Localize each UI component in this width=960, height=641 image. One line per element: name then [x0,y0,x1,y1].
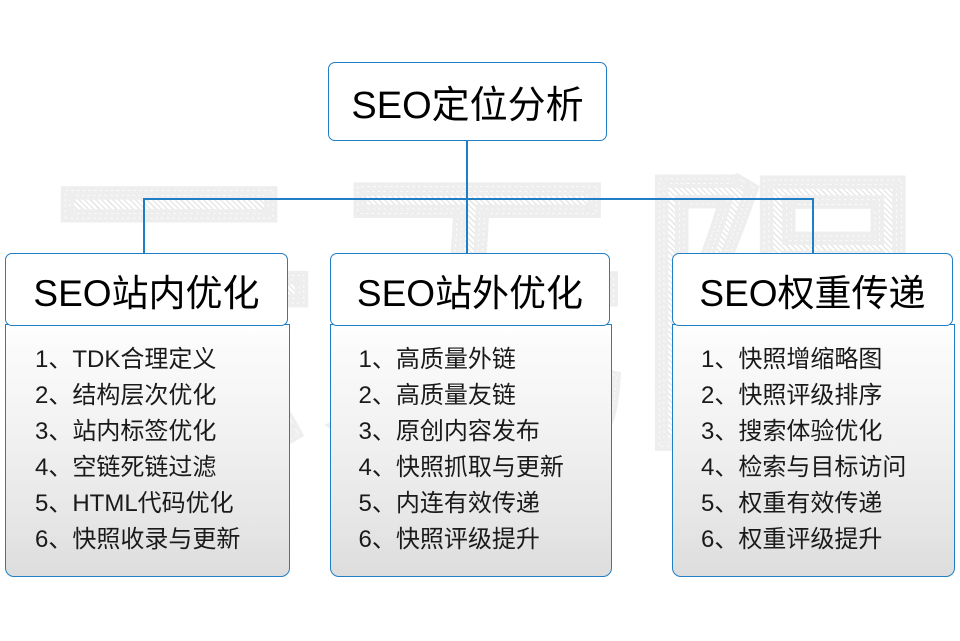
list-item: 4、检索与目标访问 [673,450,954,486]
list-item: 6、权重评级提升 [673,522,954,558]
list-item: 3、站内标签优化 [6,414,289,450]
list-item-text: 4、空链死链过滤 [35,454,217,482]
branch-list-seo-onsite: 1、TDK合理定义 2、结构层次优化 3、站内标签优化 4、空链死链过滤 5、H… [5,324,290,578]
list-item-text: 2、快照评级排序 [701,382,883,410]
root-node[interactable]: SEO定位分析 [328,62,607,141]
branch-header-label: SEO权重传递 [699,272,926,314]
branch-list-seo-weight: 1、快照增缩略图 2、快照评级排序 3、搜索体验优化 4、检索与目标访问 5、权… [672,324,955,578]
list-item-text: 3、站内标签优化 [35,418,217,446]
connector-drop-left [143,198,145,254]
list-item-text: 5、权重有效传递 [701,490,883,518]
connector-drop-middle [466,198,468,254]
branch-column-seo-offsite: SEO站外优化 1、高质量外链 2、高质量友链 3、原创内容发布 4、快照抓取与… [330,253,612,578]
list-item: 3、原创内容发布 [331,414,611,450]
root-node-label: SEO定位分析 [351,85,584,127]
list-item-text: 2、结构层次优化 [35,382,217,410]
branch-header-seo-onsite[interactable]: SEO站内优化 [5,253,288,326]
list-item: 5、权重有效传递 [673,486,954,522]
branch-column-seo-weight: SEO权重传递 1、快照增缩略图 2、快照评级排序 3、搜索体验优化 4、检索与… [672,253,955,578]
list-item: 1、高质量外链 [331,342,611,378]
list-item: 4、快照抓取与更新 [331,450,611,486]
list-item: 1、快照增缩略图 [673,342,954,378]
list-item-text: 3、搜索体验优化 [701,418,883,446]
list-item-text: 6、快照收录与更新 [35,526,241,554]
list-item: 4、空链死链过滤 [6,450,289,486]
list-item-text: 3、原创内容发布 [358,418,540,446]
list-item-text: 6、权重评级提升 [701,526,883,554]
list-item-text: 1、高质量外链 [358,346,516,374]
connector-horizontal-bus [143,198,814,200]
list-item: 3、搜索体验优化 [673,414,954,450]
list-item: 2、高质量友链 [331,378,611,414]
connector-drop-right [812,198,814,254]
branch-header-seo-offsite[interactable]: SEO站外优化 [330,253,610,326]
list-item-text: 2、高质量友链 [358,382,516,410]
list-item-text: 4、检索与目标访问 [701,454,907,482]
list-item-text: 5、HTML代码优化 [35,490,234,518]
list-item-text: 1、快照增缩略图 [701,346,883,374]
branch-header-label: SEO站内优化 [33,272,260,314]
list-item-text: 1、TDK合理定义 [35,346,217,374]
branch-column-seo-onsite: SEO站内优化 1、TDK合理定义 2、结构层次优化 3、站内标签优化 4、空链… [5,253,290,578]
list-item-text: 4、快照抓取与更新 [358,454,564,482]
connector-trunk-vertical [466,141,468,199]
list-item: 5、内连有效传递 [331,486,611,522]
branch-header-label: SEO站外优化 [356,272,584,314]
list-item-text: 6、快照评级提升 [358,526,540,554]
branch-list-seo-offsite: 1、高质量外链 2、高质量友链 3、原创内容发布 4、快照抓取与更新 5、内连有… [330,324,612,578]
list-item-text: 5、内连有效传递 [358,490,540,518]
list-item: 2、快照评级排序 [673,378,954,414]
list-item: 6、快照收录与更新 [6,522,289,558]
list-item: 5、HTML代码优化 [6,486,289,522]
list-item: 1、TDK合理定义 [6,342,289,378]
branch-header-seo-weight[interactable]: SEO权重传递 [672,253,953,326]
list-item: 6、快照评级提升 [331,522,611,558]
list-item: 2、结构层次优化 [6,378,289,414]
